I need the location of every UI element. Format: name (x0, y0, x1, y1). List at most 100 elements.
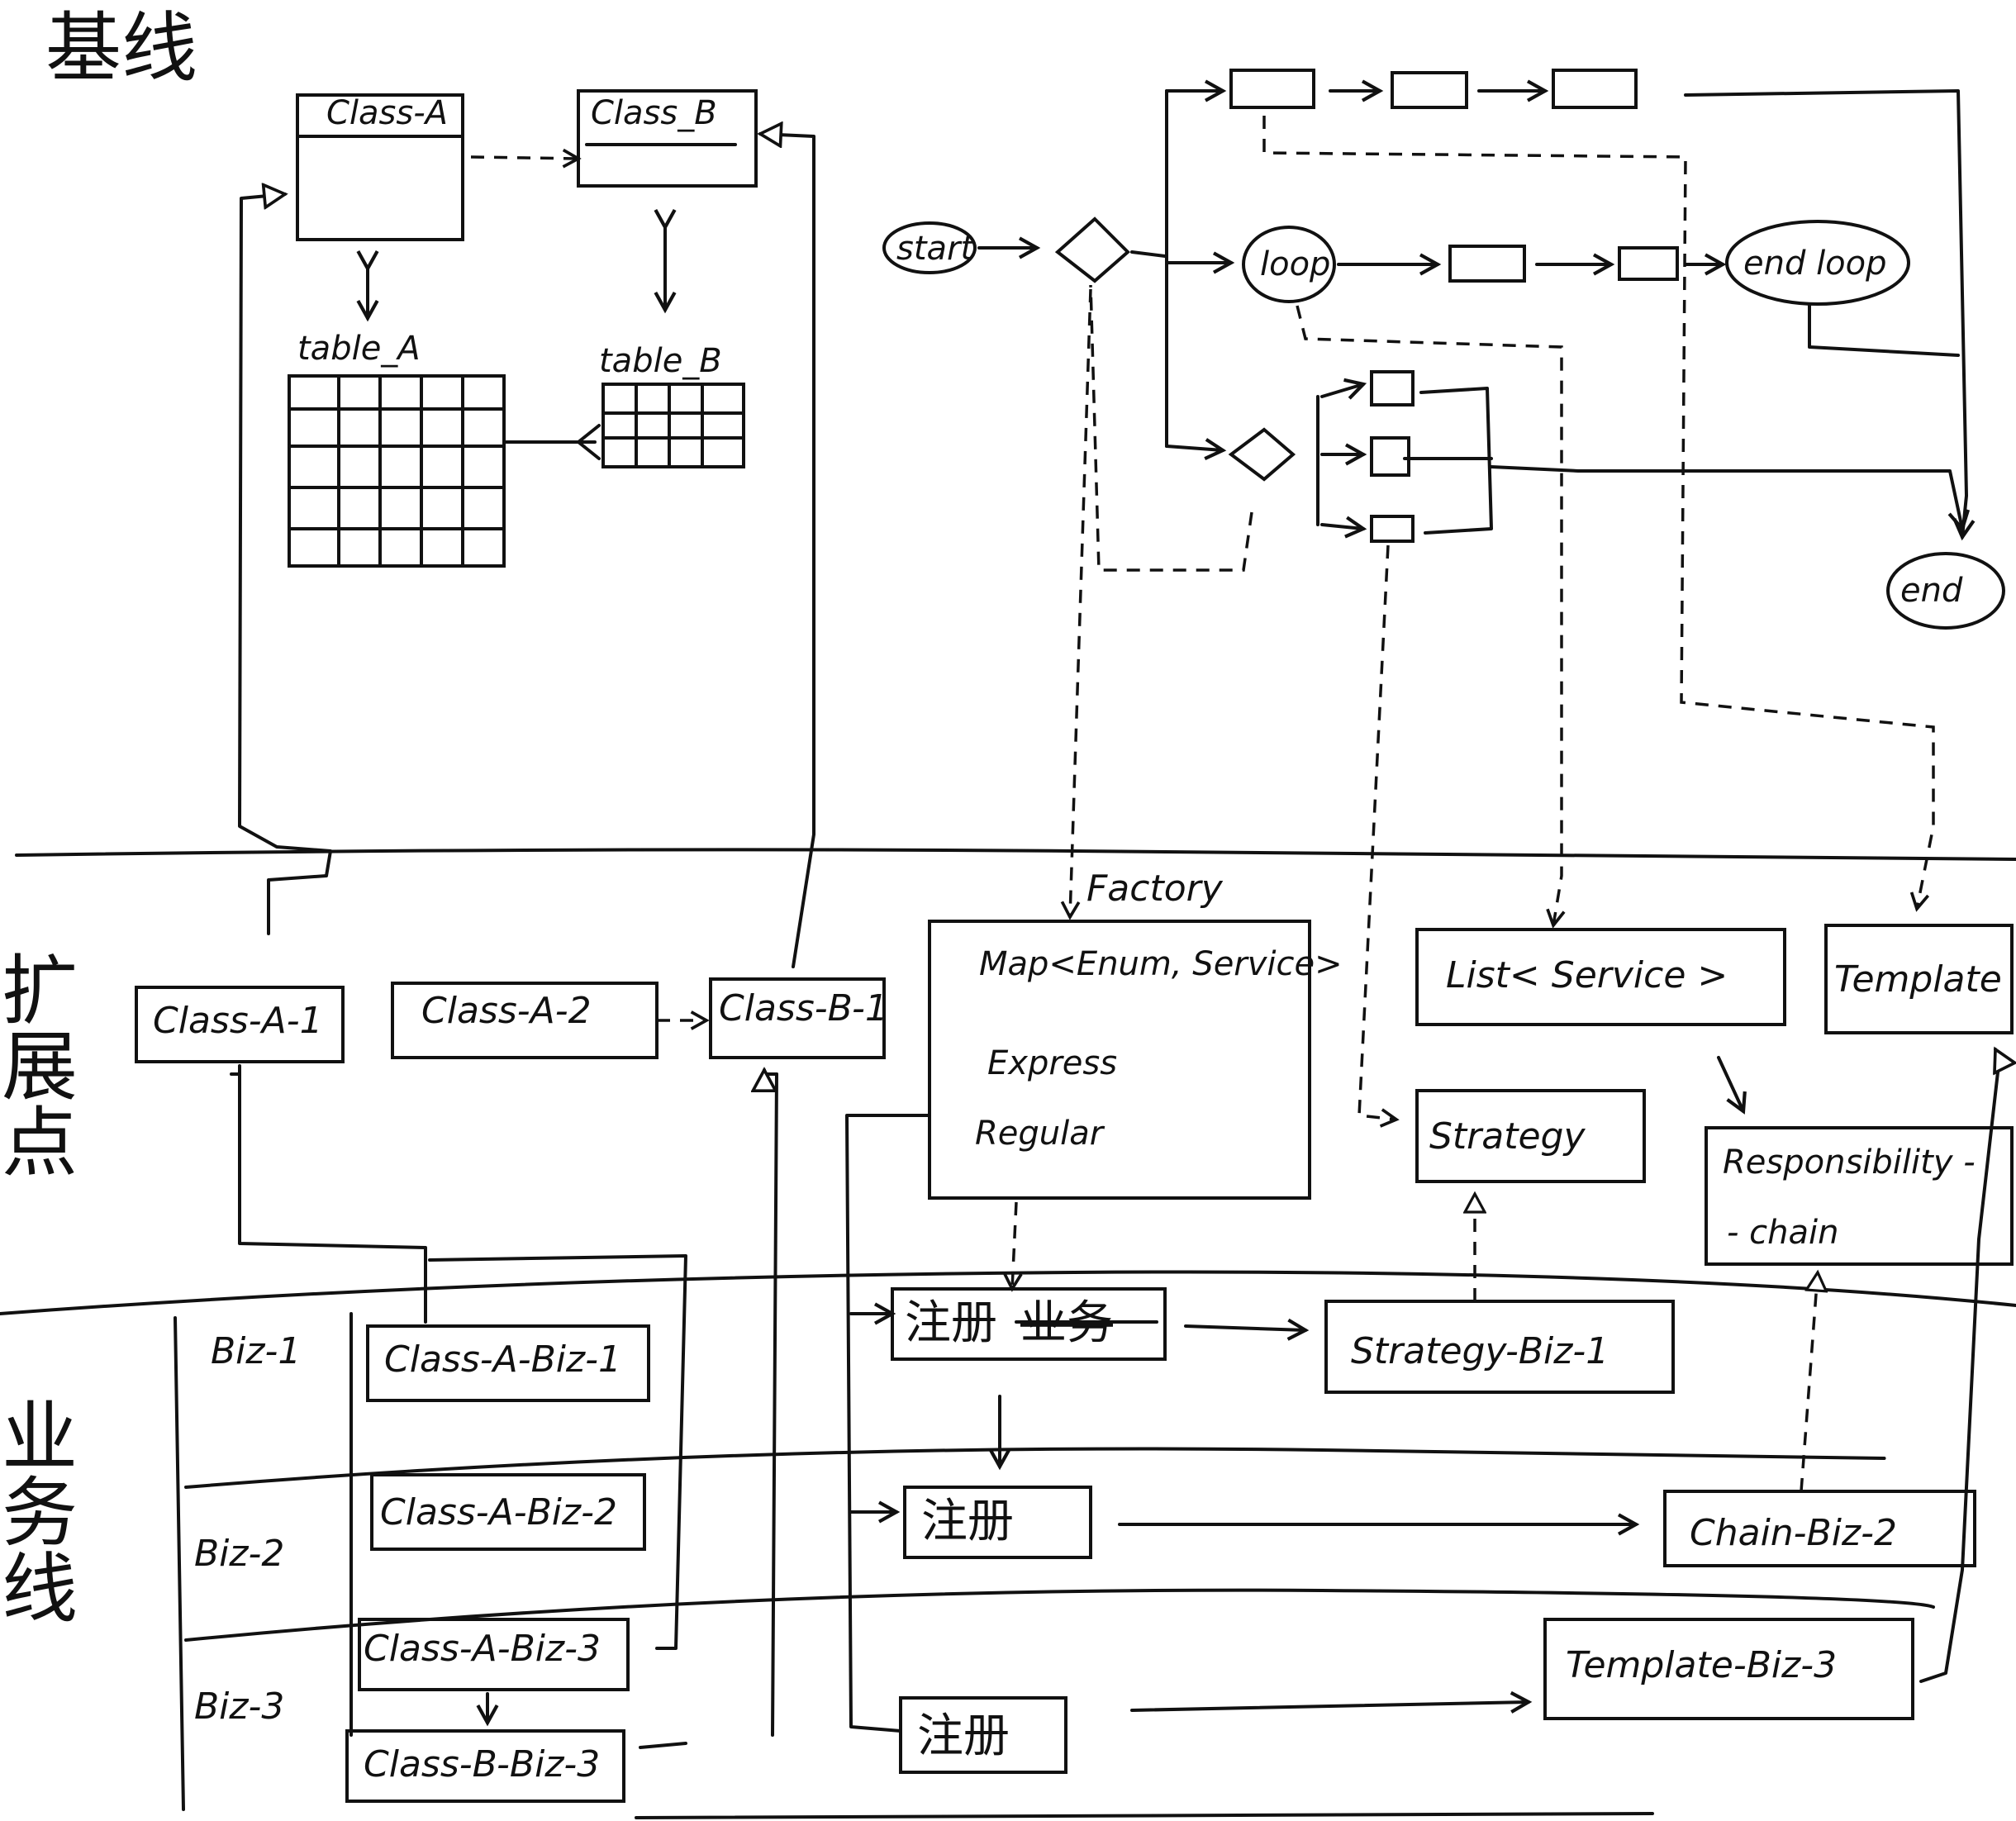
decision-branch-trunk (1130, 89, 1168, 448)
class-a-to-class-b-dependency (470, 148, 582, 169)
flow-end-node: end (1886, 552, 2005, 630)
class-b-box: Class_B (577, 89, 758, 188)
biz-lane-left-border (174, 1316, 185, 1811)
factory-line-regular: Regular (975, 1115, 1105, 1153)
lane-divider-extension (0, 1270, 2016, 1315)
fork-to-strategy-dashed (1357, 544, 1400, 1128)
strategy-biz-1-label: Strategy-Biz-1 (1351, 1330, 1609, 1372)
class-a-biz-2-box: Class-A-Biz-2 (370, 1473, 646, 1551)
fork-step-3 (1370, 515, 1415, 543)
factory-box: Factory Map<Enum, Service> Express Regul… (928, 868, 1343, 1200)
strategy-biz-1-box: Strategy-Biz-1 (1324, 1300, 1675, 1394)
lane-label-extension: 扩展点 (0, 950, 78, 1178)
biz-1-label: Biz-1 (211, 1330, 301, 1372)
class-b-1-inherits-class-b (760, 134, 815, 968)
start-label: start (896, 230, 974, 268)
responsibility-chain-line-2: - chain (1727, 1214, 1838, 1252)
class-b-1-implementation (639, 1072, 778, 1749)
fork-step-1 (1370, 370, 1415, 407)
loop-label: loop (1260, 245, 1330, 283)
biz-3-label: Biz-3 (194, 1685, 284, 1728)
factory-line-express: Express (987, 1044, 1117, 1082)
responsibility-chain-line-1: Responsibility - (1723, 1143, 1976, 1182)
fork-to-factory-dashed (1089, 284, 1253, 572)
sequence-step-2 (1391, 71, 1468, 109)
biz-2-label: Biz-2 (194, 1533, 284, 1575)
list-service-label: List< Service > (1446, 954, 1728, 996)
lane-divider-biz-2-3 (184, 1588, 1935, 1642)
loop-node: loop (1242, 226, 1336, 303)
lane-divider-biz-1-2 (184, 1447, 1886, 1489)
class-a-label: Class-A (326, 94, 448, 132)
table-relation-crowfoot (577, 424, 601, 460)
sequence-to-template-dashed (1262, 116, 1935, 912)
factory-registration-spine (845, 1114, 931, 1733)
strategy-label: Strategy (1429, 1115, 1586, 1158)
table-b: table_B (599, 342, 745, 468)
chain-biz-2-label: Chain-Biz-2 (1690, 1512, 1897, 1554)
class-a-biz-2-label: Class-A-Biz-2 (380, 1491, 617, 1533)
branch-fork-arrow (1165, 438, 1227, 461)
bottom-border (635, 1812, 1654, 1819)
register-3-label: 注册 (917, 1709, 1010, 1763)
lane-label-business: 业务线 (0, 1396, 78, 1624)
responsibility-chain-box: Responsibility - - chain (1705, 1126, 2014, 1266)
register-1-box: 注册 业务 (891, 1287, 1167, 1361)
chain-biz-2-box: Chain-Biz-2 (1663, 1490, 1976, 1567)
fork-arrow-top (1320, 378, 1367, 400)
end-loop-label: end loop (1743, 245, 1887, 283)
fork-bar-right (1419, 387, 1493, 535)
class-a-biz-3-box: Class-A-Biz-3 (358, 1618, 630, 1691)
fork-arrow-bottom (1320, 516, 1367, 539)
register-2-label: 注册 (921, 1495, 1014, 1548)
strategy-box: Strategy (1415, 1089, 1646, 1183)
decision-diamond (1054, 216, 1130, 283)
class-a-2-to-biz-classes (428, 1254, 687, 1650)
class-a-2-box: Class-A-2 (391, 982, 659, 1059)
list-service-box: List< Service > (1415, 928, 1786, 1026)
loop-step-1 (1448, 245, 1526, 283)
register-1-to-strategy-biz-1-arrow (1184, 1318, 1310, 1341)
template-biz-3-label: Template-Biz-3 (1566, 1644, 1837, 1686)
class-a-1-to-biz-classes (238, 1064, 427, 1737)
class-b-biz-3-label: Class-B-Biz-3 (364, 1743, 600, 1785)
class-b-1-label: Class-B-1 (719, 987, 888, 1029)
sequence-step-3 (1552, 69, 1638, 109)
decision-to-factory-dashed (1060, 288, 1092, 920)
end-loop-node: end loop (1725, 220, 1910, 306)
class-a-1-label: Class-A-1 (153, 1000, 323, 1042)
end-loop-to-end-line (1808, 304, 1960, 357)
table-a: table_A (288, 330, 506, 568)
class-a-biz-1-label: Class-A-Biz-1 (384, 1338, 621, 1381)
class-b-biz-3-box: Class-B-Biz-3 (345, 1729, 625, 1803)
class-a-2-label: Class-A-2 (421, 990, 592, 1032)
table-a-label: table_A (297, 330, 421, 368)
loop-step-2 (1618, 246, 1679, 281)
fork-diamond (1228, 427, 1296, 482)
list-service-to-chain-arrow (1717, 1056, 1747, 1115)
end-label: end (1900, 572, 1963, 610)
template-label: Template (1834, 958, 2002, 1001)
fork-step-2 (1370, 436, 1410, 477)
register-3-to-template-biz-3-arrow (1130, 1690, 1533, 1714)
register-3-box: 注册 (899, 1696, 1067, 1774)
template-biz-3-box: Template-Biz-3 (1543, 1618, 1914, 1720)
class-a-biz-3-label: Class-A-Biz-3 (364, 1628, 601, 1670)
join-to-end-line (1403, 457, 1962, 529)
class-b-1-box: Class-B-1 (709, 977, 888, 1059)
flow-start-node: start (882, 221, 977, 274)
lane-label-baseline: 基线 (45, 4, 197, 93)
template-box: Template (1824, 924, 2014, 1034)
factory-line-map: Map<Enum, Service> (979, 945, 1343, 983)
loop-to-list-service-dashed (1296, 305, 1566, 929)
class-a-1-box: Class-A-1 (135, 986, 345, 1063)
table-b-label: table_B (599, 342, 722, 380)
sequence-step-1 (1229, 69, 1315, 109)
factory-title: Factory (1086, 868, 1224, 910)
class-b-label: Class_B (591, 94, 717, 132)
register-1-label: 注册 (905, 1296, 997, 1350)
factory-to-register-dashed (1003, 1201, 1023, 1292)
class-a-biz-1-box: Class-A-Biz-1 (366, 1324, 650, 1402)
class-b-1-to-class-b-biz-3 (764, 1070, 778, 1074)
